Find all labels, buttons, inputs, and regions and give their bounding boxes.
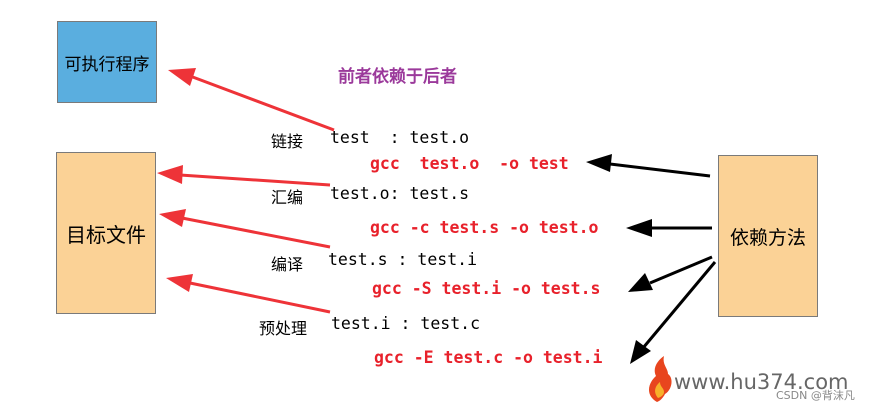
red-arrow-preprocess <box>189 281 331 314</box>
black-arrows <box>586 154 717 364</box>
black-arrowhead-assemble <box>626 219 652 237</box>
watermark-csdn: CSDN @背沫凡 <box>776 389 855 402</box>
command-preprocess: gcc -E test.c -o test.i <box>374 348 603 367</box>
dependency-assemble: test.o: test.s <box>330 184 470 203</box>
red-arrow-assemble <box>179 173 331 187</box>
stage-label-link: 链接 <box>271 132 304 151</box>
diagram-title: 前者依赖于后者 <box>338 67 457 87</box>
black-arrow-preprocess <box>641 261 717 349</box>
red-arrow-link <box>189 74 335 132</box>
stage-label-assemble: 汇编 <box>271 188 304 207</box>
red-arrowhead-assemble <box>157 165 183 184</box>
red-arrow-compile <box>181 216 331 249</box>
black-arrow-link <box>609 162 711 178</box>
stage-label-preprocess: 预处理 <box>259 319 308 338</box>
object-file-label: 目标文件 <box>66 222 146 247</box>
black-arrowhead-link <box>586 154 612 172</box>
red-arrows <box>157 68 335 314</box>
black-arrowhead-preprocess <box>630 340 651 364</box>
executable-label: 可执行程序 <box>64 54 150 75</box>
dependency-link: test : test.o <box>330 128 470 147</box>
executable-box: 可执行程序 <box>57 21 157 103</box>
object-file-box: 目标文件 <box>56 152 156 314</box>
black-arrow-compile <box>649 255 713 285</box>
dependency-method-label: 依赖方法 <box>729 226 806 249</box>
dependency-compile: test.s : test.i <box>328 250 478 269</box>
red-arrowhead-link <box>168 68 196 86</box>
stage-label-compile: 编译 <box>271 255 304 274</box>
dependency-preprocess: test.i : test.c <box>331 314 481 333</box>
red-arrowhead-compile <box>159 209 186 227</box>
dependency-method-box: 依赖方法 <box>718 155 818 317</box>
black-arrowhead-compile <box>628 273 653 292</box>
command-assemble: gcc -c test.s -o test.o <box>370 218 599 237</box>
command-compile: gcc -S test.i -o test.s <box>372 279 601 298</box>
red-arrowhead-preprocess <box>166 274 193 292</box>
watermark-site: www.hu374.com <box>674 370 849 394</box>
command-link: gcc test.o -o test <box>370 154 569 173</box>
flame-logo-icon <box>648 356 672 402</box>
